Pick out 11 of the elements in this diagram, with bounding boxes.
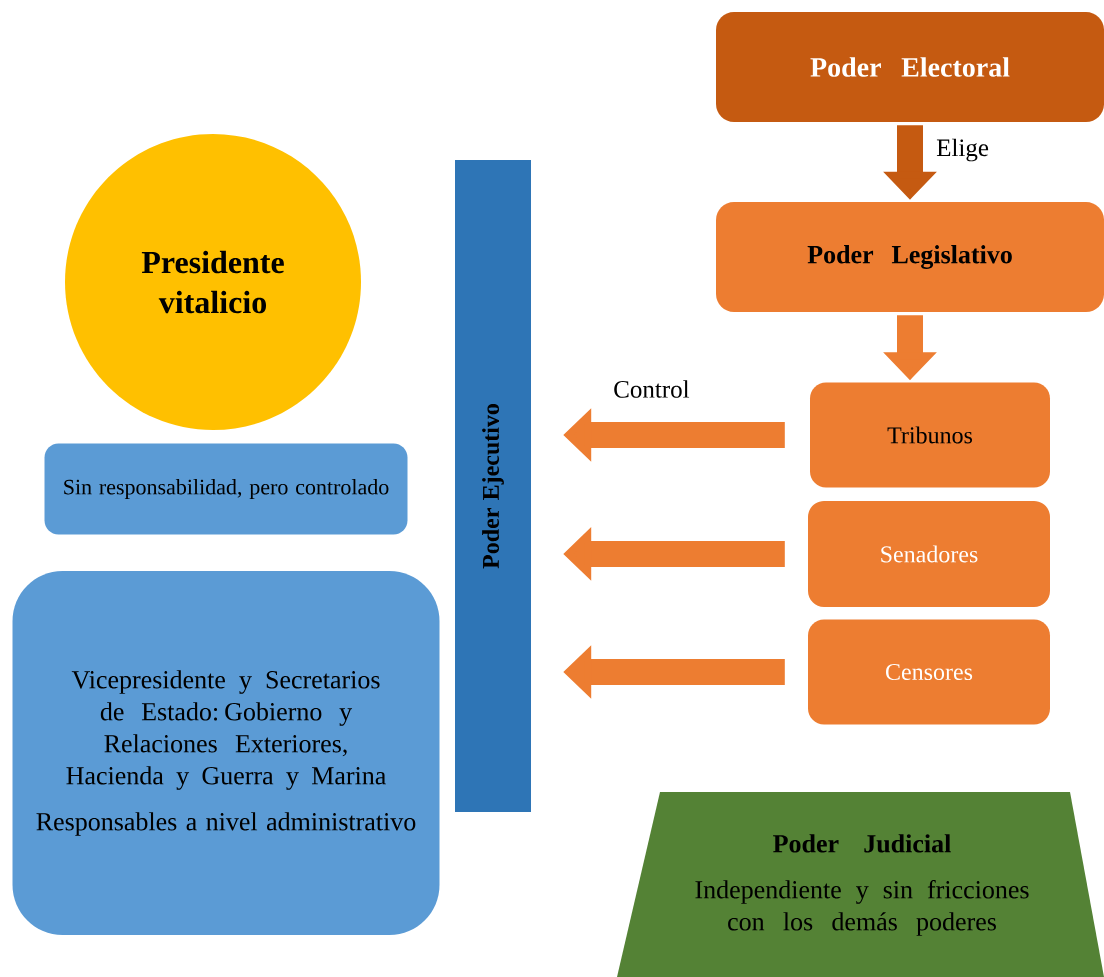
edge-label: Elige <box>935 137 990 163</box>
edge-label: Control <box>612 379 691 399</box>
process-box: Tribunos <box>810 382 1050 488</box>
process-box: Senadores <box>808 501 1050 607</box>
process-box: Censores <box>808 619 1050 725</box>
process-box: Poder Electoral <box>716 12 1104 122</box>
process-box: Vicepresidente y Secretarios de Estado: Gobierno y Relaciones Exteriores, Hacienda y Guerra y Marina Responsables a nivel administrativo <box>12 571 440 935</box>
process-box: Poder Legislativo <box>716 202 1104 312</box>
process-box: Sin responsabilidad, pero controlado <box>44 443 408 535</box>
vertical-bar: Poder Ejecutivo <box>455 160 531 812</box>
trapezoid-box: Poder Judicial Independiente y sin fricciones con los demás poderes <box>617 792 1104 977</box>
